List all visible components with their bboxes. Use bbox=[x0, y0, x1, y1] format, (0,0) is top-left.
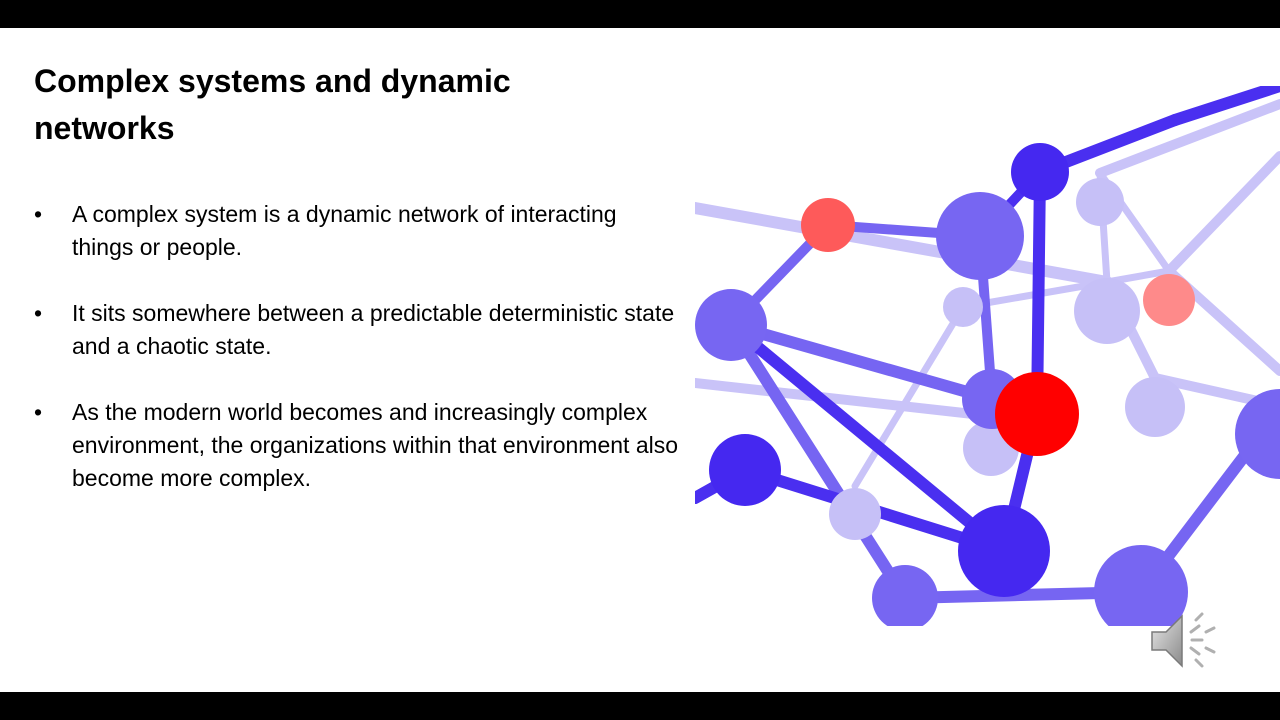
bullet-item: • A complex system is a dynamic network … bbox=[34, 198, 684, 264]
network-graph-icon bbox=[695, 86, 1280, 626]
slide-title: Complex systems and dynamic networks bbox=[34, 63, 511, 146]
bullet-text: It sits somewhere between a predictable … bbox=[72, 300, 675, 359]
speaker-icon[interactable] bbox=[1148, 610, 1220, 672]
bullet-marker: • bbox=[34, 300, 43, 326]
bullet-item: • It sits somewhere between a predictabl… bbox=[34, 297, 684, 363]
bullet-list: • A complex system is a dynamic network … bbox=[34, 198, 684, 528]
bullet-item: • As the modern world becomes and increa… bbox=[34, 396, 684, 495]
bullet-marker: • bbox=[34, 399, 43, 425]
bullet-text: As the modern world becomes and increasi… bbox=[72, 399, 679, 491]
presentation-slide: Complex systems and dynamic networks • A… bbox=[0, 28, 1280, 692]
bullet-marker: • bbox=[34, 201, 43, 227]
bullet-text: A complex system is a dynamic network of… bbox=[72, 201, 617, 260]
letterbox-bottom bbox=[0, 692, 1280, 720]
letterbox-top bbox=[0, 0, 1280, 28]
